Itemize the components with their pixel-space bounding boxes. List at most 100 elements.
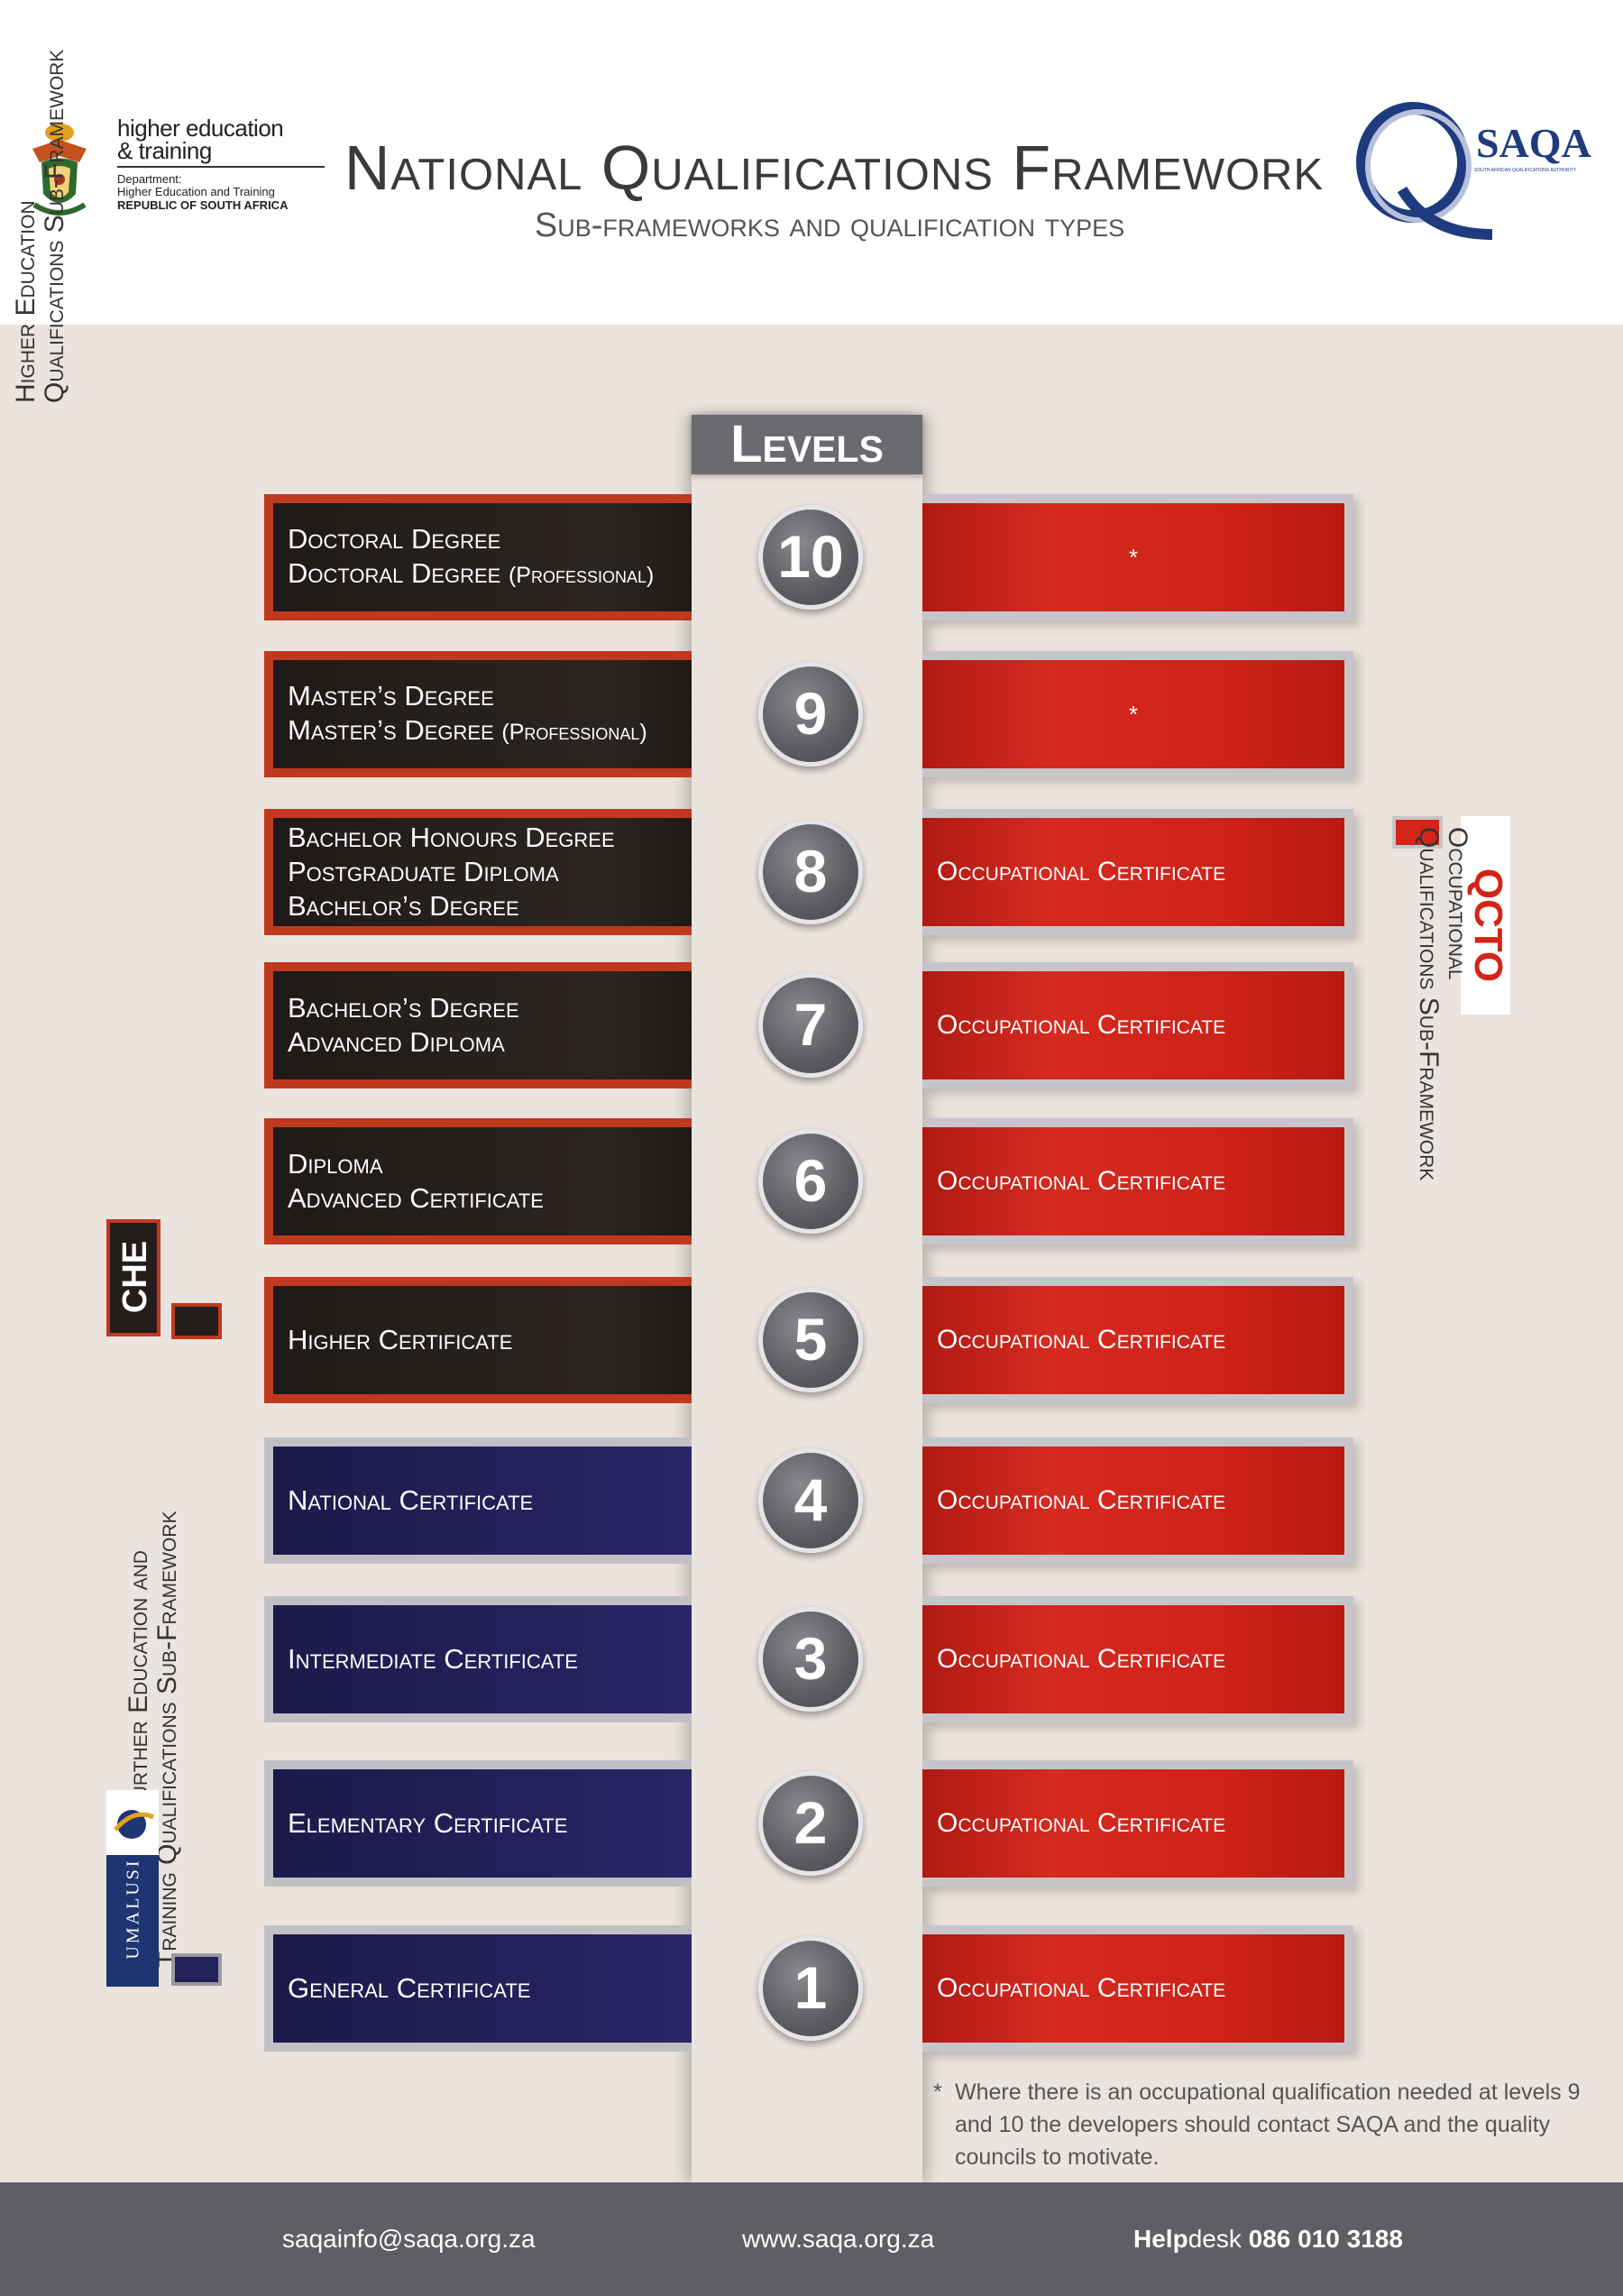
he-color-swatch bbox=[171, 1303, 222, 1339]
dhet-dept-label: Department: bbox=[117, 172, 182, 186]
dhet-dept-name: Higher Education and Training bbox=[117, 185, 275, 198]
qualification-box-level-1: General Certificate bbox=[264, 1925, 692, 2052]
occupational-box-level-8: Occupational Certificate bbox=[922, 809, 1353, 935]
footnote-text: Where there is an occupational qualifica… bbox=[955, 2080, 1581, 2170]
saqa-logo: SAQA SOUTH AFRICAN QUALIFICATIONS AUTHOR… bbox=[1348, 99, 1600, 253]
umalusi-logo-icon: UMALUSI bbox=[106, 1790, 159, 1987]
level-number-badge: 3 bbox=[758, 1607, 863, 1712]
occupational-qualification: Occupational Certificate bbox=[922, 1127, 1344, 1235]
qualification-type: Postgraduate Diploma bbox=[288, 856, 559, 887]
dhet-wordmark: higher education & training Department: … bbox=[117, 116, 334, 212]
qualification-box-level-2: Elementary Certificate bbox=[264, 1760, 692, 1887]
level-number-badge: 1 bbox=[758, 1936, 863, 2041]
qualification-type: Higher Certificate bbox=[288, 1324, 513, 1355]
qualification-type: Elementary Certificate bbox=[288, 1807, 568, 1839]
qcto-logo-icon: QCTO bbox=[1461, 816, 1510, 1015]
occupational-box-level-6: Occupational Certificate bbox=[922, 1118, 1353, 1244]
helpdesk-number[interactable]: 086 010 3188 bbox=[1248, 2225, 1403, 2253]
qualification-type: Doctoral Degree bbox=[288, 523, 501, 555]
qualification-type: Advanced Certificate bbox=[288, 1182, 544, 1214]
dhet-country: REPUBLIC OF SOUTH AFRICA bbox=[117, 198, 289, 212]
level-number-badge: 4 bbox=[758, 1448, 863, 1553]
saqa-wordmark: SAQA bbox=[1476, 120, 1591, 166]
level-number-badge: 2 bbox=[758, 1771, 863, 1876]
occupational-qualification: Occupational Certificate bbox=[922, 1446, 1344, 1555]
che-logo-text: CHE bbox=[116, 1240, 154, 1314]
occupational-qualification: Occupational Certificate bbox=[922, 818, 1344, 926]
he-subframework-label: Higher Education Qualifications Sub-Fram… bbox=[11, 6, 69, 403]
occupational-qualification: Occupational Certificate bbox=[922, 1934, 1344, 2043]
qualification-list: Higher Certificate bbox=[273, 1286, 692, 1394]
saqa-tagline: SOUTH AFRICAN QUALIFICATIONS AUTHORITY bbox=[1474, 168, 1577, 173]
saqa-q-icon bbox=[1356, 102, 1493, 240]
umalusi-wordmark: UMALUSI bbox=[123, 1858, 143, 1960]
qualification-type: Diploma bbox=[288, 1148, 383, 1180]
coat-of-arms-icon bbox=[32, 124, 87, 216]
page-subtitle: Sub-frameworks and qualification types bbox=[534, 207, 1125, 244]
occupational-box-level-5: Occupational Certificate bbox=[922, 1277, 1353, 1403]
qualification-type: Master’s Degree (Professional) bbox=[288, 714, 647, 746]
qualification-type: Bachelor’s Degree bbox=[288, 890, 519, 922]
oq-subframework-label: Occupational Qualifications Sub-Framewor… bbox=[1414, 827, 1472, 1215]
occupational-box-level-2: Occupational Certificate bbox=[922, 1760, 1353, 1887]
che-logo-icon: CHE bbox=[106, 1219, 160, 1336]
level-number-badge: 7 bbox=[758, 973, 863, 1078]
footer-email-link[interactable]: saqainfo@saqa.org.za bbox=[282, 2225, 536, 2253]
helpdesk-label-rest: desk bbox=[1187, 2225, 1242, 2253]
qualification-type: Master’s Degree bbox=[288, 680, 494, 712]
oq-subframework-block: QCTO Occupational Qualifications Sub-Fra… bbox=[1389, 816, 1515, 1222]
occupational-qualification: Occupational Certificate bbox=[922, 971, 1344, 1079]
level-number-badge: 5 bbox=[758, 1288, 863, 1392]
occupational-qualification: Occupational Certificate bbox=[922, 1605, 1344, 1713]
header: higher education & training Department: … bbox=[0, 0, 1623, 325]
he-label-line1: Higher Education bbox=[11, 200, 41, 403]
occupational-box-level-7: Occupational Certificate bbox=[922, 962, 1353, 1088]
footer-helpdesk: Helpdesk 086 010 3188 bbox=[1133, 2182, 1403, 2296]
level-number-badge: 6 bbox=[758, 1129, 863, 1234]
occupational-qualification: Occupational Certificate bbox=[922, 1286, 1344, 1394]
footnote: * Where there is an occupational qualifi… bbox=[933, 2076, 1591, 2173]
footer: saqainfo@saqa.org.za www.saqa.org.za Hel… bbox=[0, 2182, 1623, 2296]
occupational-box-level-1: Occupational Certificate bbox=[922, 1925, 1353, 2052]
qualification-list: Intermediate Certificate bbox=[273, 1605, 692, 1713]
umalusi-bird-icon bbox=[114, 1810, 155, 1839]
occupational-qualification: * bbox=[922, 660, 1344, 768]
qualification-type: Doctoral Degree (Professional) bbox=[288, 557, 655, 589]
qualification-list: National Certificate bbox=[273, 1446, 692, 1555]
dhet-logo: higher education & training Department: … bbox=[23, 116, 325, 225]
levels-header: Levels bbox=[692, 415, 922, 474]
occupational-box-level-10: * bbox=[922, 494, 1353, 620]
footer-website-link[interactable]: www.saqa.org.za bbox=[742, 2225, 935, 2253]
page-title: National Qualifications Framework bbox=[344, 133, 1325, 203]
qualification-box-level-4: National Certificate bbox=[264, 1437, 692, 1564]
oq-color-swatch bbox=[1392, 816, 1443, 849]
level-number-badge: 10 bbox=[758, 505, 863, 610]
qualification-type: Advanced Diploma bbox=[288, 1026, 505, 1058]
qualification-type: Intermediate Certificate bbox=[288, 1643, 578, 1675]
level-number-badge: 8 bbox=[758, 820, 863, 924]
oq-label-line1: Occupational bbox=[1443, 827, 1472, 980]
occupational-box-level-3: Occupational Certificate bbox=[922, 1596, 1353, 1722]
occupational-qualification: * bbox=[922, 503, 1344, 611]
qualification-type: Bachelor’s Degree bbox=[288, 992, 519, 1024]
occupational-box-level-9: * bbox=[922, 651, 1353, 777]
qualification-box-level-3: Intermediate Certificate bbox=[264, 1596, 692, 1722]
occupational-box-level-4: Occupational Certificate bbox=[922, 1437, 1353, 1564]
qualification-box-level-5: Higher Certificate bbox=[264, 1277, 692, 1403]
he-label-line2: Qualifications Sub-Framework bbox=[40, 49, 69, 403]
oq-label-line2: Qualifications Sub-Framework bbox=[1414, 827, 1444, 1181]
occupational-qualification: Occupational Certificate bbox=[922, 1769, 1344, 1878]
dhet-line2: & training bbox=[117, 137, 212, 164]
level-number-badge: 9 bbox=[758, 662, 863, 767]
divider bbox=[117, 166, 325, 168]
qualification-type: General Certificate bbox=[288, 1972, 531, 2004]
